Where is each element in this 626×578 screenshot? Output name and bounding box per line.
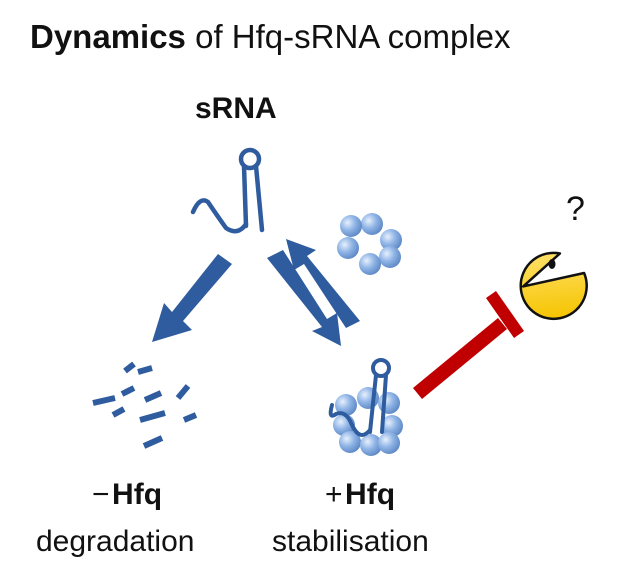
hfq-srna-complex-icon — [328, 358, 403, 456]
title-rest: of Hfq-sRNA complex — [185, 18, 511, 55]
diagram-title: Dynamics of Hfq-sRNA complex — [30, 18, 511, 56]
question-mark: ? — [566, 190, 585, 228]
minus-sign: − — [92, 478, 110, 511]
srna-hairpin-icon — [190, 147, 265, 234]
plus-hfq-text: Hfq — [345, 478, 396, 511]
rnase-pacman-icon — [519, 251, 588, 321]
plus-hfq-label: + Hfq — [325, 478, 395, 512]
title-bold: Dynamics — [30, 18, 186, 55]
arrow-release — [286, 239, 360, 328]
minus-hfq-label: − Hfq — [92, 478, 162, 512]
arrow-to-degradation — [152, 254, 232, 342]
arrow-binding — [267, 250, 341, 346]
rna-fragments-icon — [92, 361, 198, 449]
inhibition-bar-icon — [413, 291, 524, 399]
plus-sign: + — [325, 478, 343, 511]
minus-hfq-text: Hfq — [112, 478, 163, 511]
srna-label: sRNA — [195, 92, 277, 125]
stabilisation-label: stabilisation — [272, 525, 429, 558]
degradation-label: degradation — [36, 525, 195, 558]
hfq-hexamer-icon — [337, 213, 402, 275]
